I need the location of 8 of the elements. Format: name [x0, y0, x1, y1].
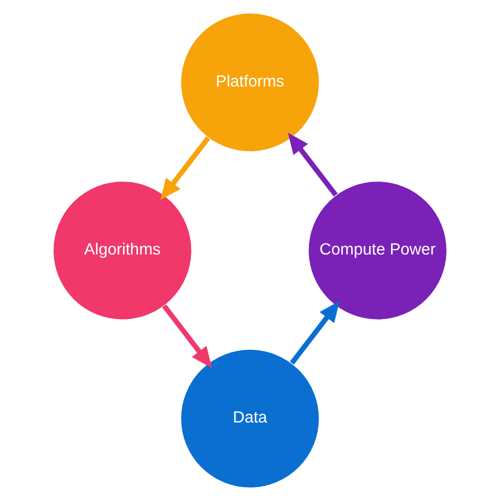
node-circle: Algorithms	[52, 180, 192, 320]
node-circle: Compute Power	[308, 180, 448, 320]
arrow	[288, 132, 338, 196]
arrow	[290, 300, 340, 364]
node-circle: Data	[180, 348, 320, 488]
arrow	[162, 304, 212, 368]
arrow	[160, 136, 210, 200]
node-circle: Platforms	[180, 12, 320, 152]
